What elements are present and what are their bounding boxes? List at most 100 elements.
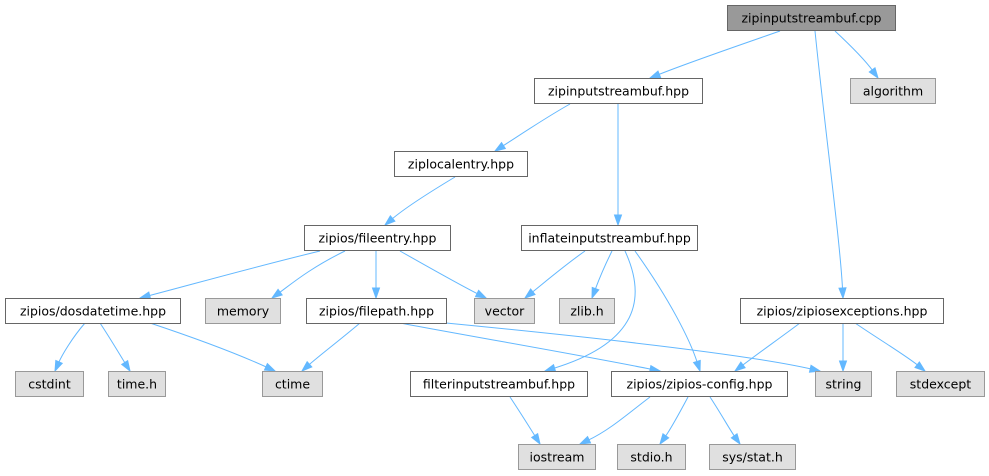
node-stdexcept: stdexcept [896,371,985,397]
edge-line [391,176,456,220]
edge-zisb_hpp-to-inflate [613,104,623,227]
edge-line [502,103,571,147]
node-zisb_hpp[interactable]: zipinputstreambuf.hpp [534,78,703,104]
edge-line [509,396,536,437]
node-ziplocalentry[interactable]: ziplocalentry.hpp [394,151,528,177]
node-zipiosexceptions[interactable]: zipios/zipiosexceptions.hpp [740,298,944,324]
edge-arrowhead [914,361,927,372]
edge-line [99,322,126,364]
node-filterinput[interactable]: filterinputstreambuf.hpp [410,371,588,397]
edge-arrowhead [474,289,488,299]
edge-arrowhead [838,287,847,300]
node-box [518,444,596,470]
node-cstdint: cstdint [15,371,84,397]
node-inflate[interactable]: inflateinputstreambuf.hpp [521,225,698,251]
node-root[interactable]: zipinputstreambuf.cpp [727,5,896,31]
node-sysstat: sys/stat.h [709,444,796,470]
node-label: zipios/filepath.hpp [319,304,434,319]
edge-arrowhead [300,360,313,373]
edge-arrowhead [530,432,541,446]
node-box [410,371,588,397]
edge-line [279,250,346,294]
edge-line [854,322,919,366]
edge-config-to-iostream [578,396,651,445]
edge-filepath-to-config [399,322,662,374]
node-dosdatetime[interactable]: zipios/dosdatetime.hpp [5,298,181,324]
edge-arrowhead [543,363,557,372]
edge-config-to-stdio [659,396,689,446]
node-label: iostream [530,450,585,465]
node-box [15,371,84,397]
edge-filepath-to-ctime [300,322,361,373]
node-label: filterinputstreambuf.hpp [423,377,575,392]
node-filepath[interactable]: zipios/filepath.hpp [306,298,447,324]
node-box [205,298,281,324]
node-label: stdexcept [910,377,971,392]
edge-arrowhead [383,214,396,226]
node-label: zipios/dosdatetime.hpp [20,304,166,319]
edge-arrowhead [591,286,600,300]
node-vector: vector [474,298,535,324]
edge-zipiosexceptions-to-stdexcept [854,322,927,372]
edge-arrowhead [692,359,701,373]
edge-line [149,322,268,368]
node-box [617,444,686,470]
node-label: zipios/fileentry.hpp [319,231,437,246]
edge-line [814,30,844,290]
edge-line [445,322,812,370]
edge-fileentry-to-vector [399,250,488,299]
edge-line [658,30,781,76]
edge-arrowhead [808,364,822,373]
node-box [108,371,166,397]
node-label: time.h [117,377,157,392]
node-box [850,78,936,104]
node-box [534,78,703,104]
edge-dosdatetime-to-timeh [99,322,131,373]
edge-line [594,250,613,290]
edge-arrowhead [270,288,283,299]
edges-layer [54,30,927,446]
node-box [262,371,323,397]
edge-fileentry-to-memory [270,250,346,299]
edge-arrowhead [523,288,536,299]
edge-line [308,322,361,366]
edge-line [399,250,479,295]
node-string: string [815,371,872,397]
node-label: cstdint [28,377,71,392]
node-box [896,371,985,397]
node-box [474,298,535,324]
node-box [559,298,615,324]
node-label: zipinputstreambuf.cpp [742,11,882,26]
edge-dosdatetime-to-ctime [149,322,277,372]
edge-fileentry-to-filepath [371,251,381,300]
edge-zisb_hpp-to-ziplocalentry [493,103,571,152]
edge-root-to-zisb_hpp [648,30,781,79]
node-box [394,151,528,177]
edge-filepath-to-string [445,322,822,373]
edge-line [553,250,636,369]
edge-line [634,250,698,363]
node-label: ctime [275,377,310,392]
edge-line [741,322,801,366]
node-memory: memory [205,298,281,324]
edge-config-to-sysstat [709,396,741,446]
edge-arrowhead [120,359,131,373]
node-label: ziplocalentry.hpp [408,157,514,172]
node-label: zipios/zipiosexceptions.hpp [757,304,928,319]
edge-line [58,322,86,363]
node-label: string [826,377,862,392]
edge-line [587,396,651,441]
edge-line [709,396,736,437]
node-stdio: stdio.h [617,444,686,470]
node-config[interactable]: zipios/zipios-config.hpp [611,371,788,397]
node-label: inflateinputstreambuf.hpp [528,231,691,246]
edge-arrowhead [613,214,623,227]
edge-root-to-algorithm [834,30,879,80]
node-label: algorithm [863,84,923,99]
node-ctime: ctime [262,371,323,397]
edge-inflate-to-zlib [591,250,613,300]
nodes-layer: zipinputstreambuf.cpp zipinputstreambuf.h… [5,5,985,470]
node-fileentry[interactable]: zipios/fileentry.hpp [304,225,451,251]
edge-arrowhead [138,291,152,300]
